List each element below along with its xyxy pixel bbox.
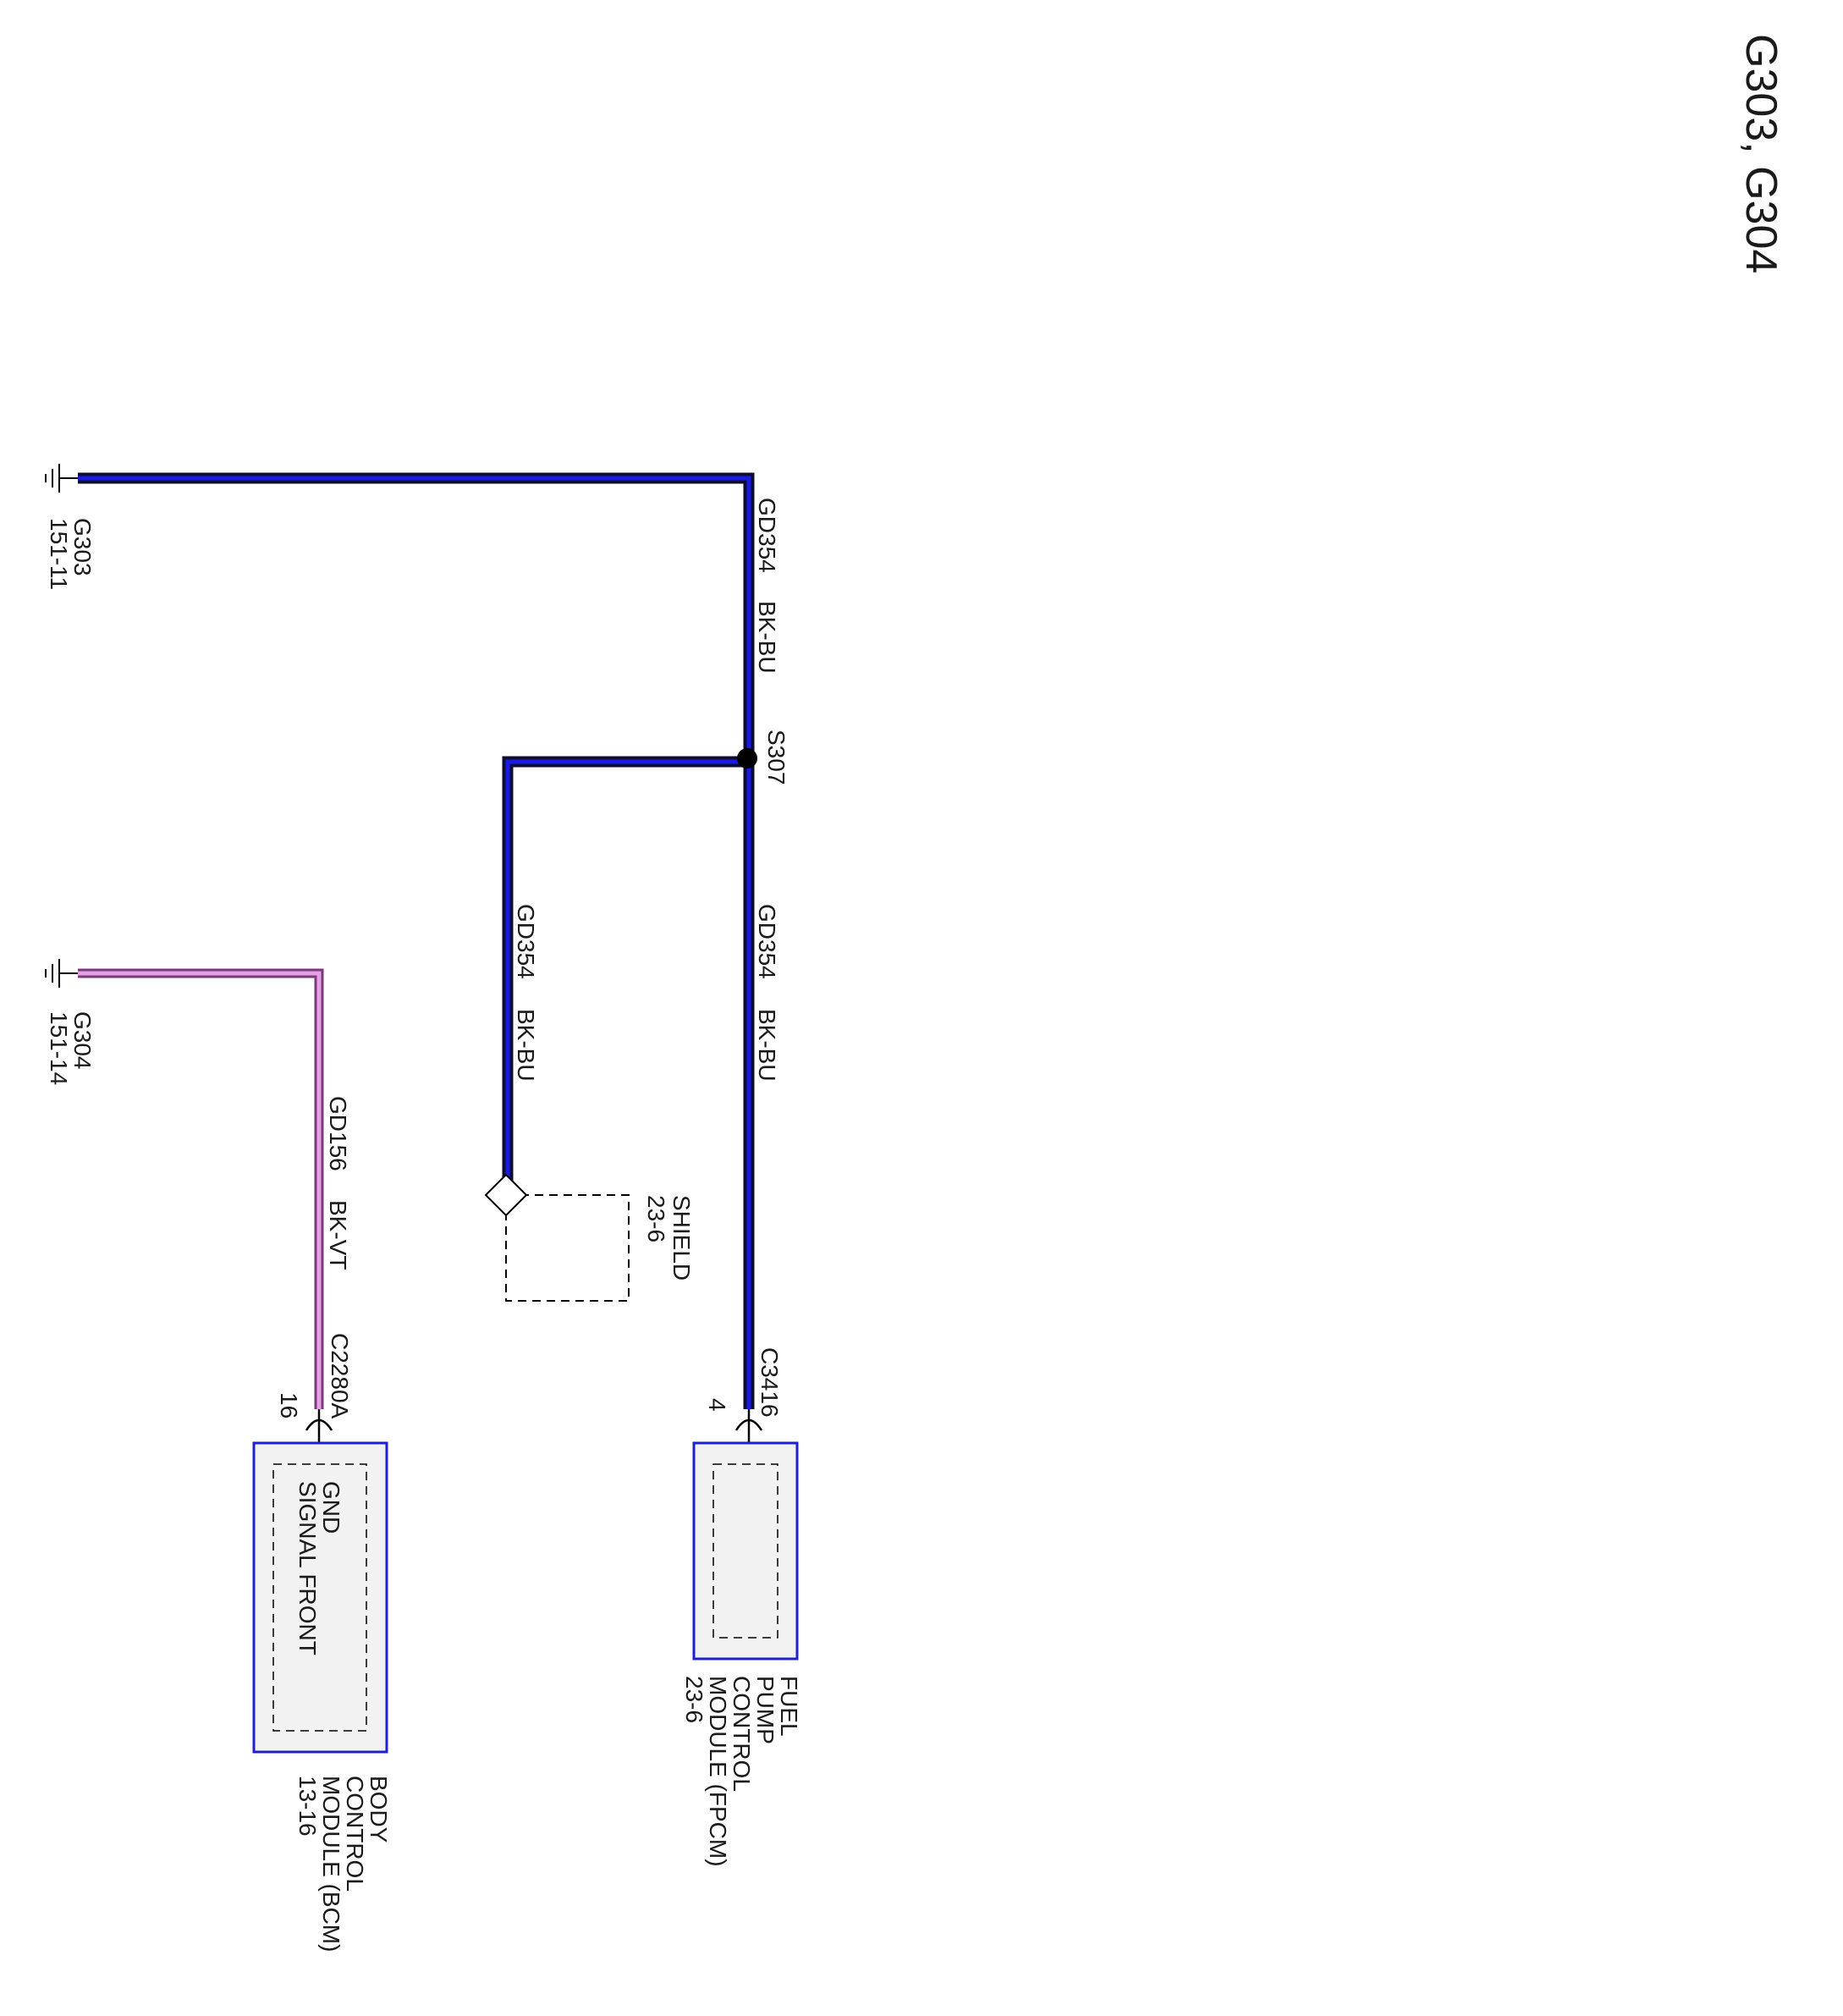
shield-text: SHIELD — [668, 1195, 695, 1281]
wire-label-gd354-3: GD354 — [513, 904, 539, 979]
wire-label-gd354-1: GD354 — [754, 498, 780, 573]
title-text: G303, G304 — [1736, 34, 1785, 273]
wire-color-gd156: BK-VT — [325, 1200, 351, 1270]
wire-gd354-ground[interactable] — [78, 472, 755, 762]
ground-g304-id: G304 — [69, 1011, 96, 1070]
module-fpcm-label-2: PUMP — [752, 1676, 778, 1744]
fpcm-line-4: MODULE (FPCM) — [705, 1676, 731, 1867]
module-bcm-label-4: 13-16 — [294, 1776, 321, 1837]
ground-label-g303: G303 — [69, 518, 96, 576]
fpcm-line-5: 23-6 — [681, 1676, 707, 1723]
wire-gd354-shield[interactable] — [502, 756, 749, 1202]
ground-symbol-g303[interactable] — [45, 464, 78, 493]
bcm-pin-gnd-text: GND — [318, 1481, 344, 1534]
bcm-pin-signal-text: SIGNAL FRONT — [294, 1481, 321, 1655]
bcm-pin-label-gnd: GND — [318, 1481, 344, 1534]
connector-c3416-label: C3416 — [756, 1347, 783, 1418]
module-bcm[interactable] — [252, 1441, 388, 1754]
ground-symbol-g304[interactable] — [45, 959, 78, 988]
ground-ref-g303: 151-11 — [46, 518, 72, 590]
connector-c2280a-id: C2280A — [327, 1333, 353, 1419]
bcm-line-4: 13-16 — [294, 1776, 321, 1837]
connector-c2280a-pin: 16 — [276, 1392, 302, 1418]
fpcm-line-1: FUEL — [776, 1676, 802, 1737]
wire-color-gd354-1: BK-BU — [754, 601, 780, 674]
bcm-pin-label-signal: SIGNAL FRONT — [294, 1481, 321, 1655]
shield-ref: 23-6 — [643, 1195, 669, 1242]
ground-ref-g304: 151-14 — [46, 1011, 72, 1085]
wire-label-gd156: GD156 — [325, 1096, 351, 1171]
connector-c3416-pin-number: 4 — [704, 1398, 730, 1412]
wire-label-gd354-2: GD354 — [754, 904, 780, 979]
shield-ref-text: 23-6 — [643, 1195, 669, 1242]
wire-color-gd354-2: BK-BU — [754, 1009, 780, 1082]
module-fpcm-label-4: MODULE (FPCM) — [705, 1676, 731, 1867]
wire-3-id: GD354 — [513, 904, 539, 979]
wire-3-color: BK-BU — [513, 1009, 539, 1082]
wire-2-color: BK-BU — [754, 1009, 780, 1082]
module-bcm-label-3: MODULE (BCM) — [318, 1776, 344, 1952]
diagram-title: G303, G304 — [1736, 34, 1785, 273]
wire-gd156-bcm[interactable] — [78, 968, 324, 1409]
wire-4-color: BK-VT — [325, 1200, 351, 1270]
shield-label: SHIELD — [668, 1195, 695, 1281]
wire-1-id: GD354 — [754, 498, 780, 573]
wire-color-gd354-3: BK-BU — [513, 1009, 539, 1082]
ground-g304-ref: 151-14 — [46, 1011, 72, 1085]
fpcm-line-2: PUMP — [752, 1676, 778, 1744]
wire-4-id: GD156 — [325, 1096, 351, 1171]
module-fpcm-label-3: CONTROL — [729, 1676, 755, 1792]
splice-id: S307 — [763, 730, 789, 785]
connector-c3416-pin: 4 — [704, 1398, 730, 1412]
module-bcm-label-2: CONTROL — [342, 1776, 368, 1892]
bcm-line-1: BODY — [366, 1776, 392, 1843]
fpcm-line-3: CONTROL — [729, 1676, 755, 1792]
ground-g303-ref: 151-11 — [46, 518, 72, 590]
connector-c2280a-label: C2280A — [327, 1333, 353, 1419]
ground-g303-id: G303 — [69, 518, 96, 576]
wire-2-id: GD354 — [754, 904, 780, 979]
wire-1-color: BK-BU — [754, 601, 780, 674]
shield-connection[interactable] — [484, 1173, 630, 1302]
module-fpcm[interactable] — [692, 1441, 799, 1661]
module-bcm-label-1: BODY — [366, 1776, 392, 1843]
ground-label-g304: G304 — [69, 1011, 96, 1070]
module-fpcm-label-1: FUEL — [776, 1676, 802, 1737]
connector-c2280a-pin-number: 16 — [276, 1392, 302, 1418]
splice-s307-label: S307 — [763, 730, 789, 785]
bcm-line-2: CONTROL — [342, 1776, 368, 1892]
connector-c3416-id: C3416 — [756, 1347, 783, 1418]
module-fpcm-label-5: 23-6 — [681, 1676, 707, 1723]
bcm-line-3: MODULE (BCM) — [318, 1776, 344, 1952]
splice-s307-dot[interactable] — [737, 748, 757, 768]
